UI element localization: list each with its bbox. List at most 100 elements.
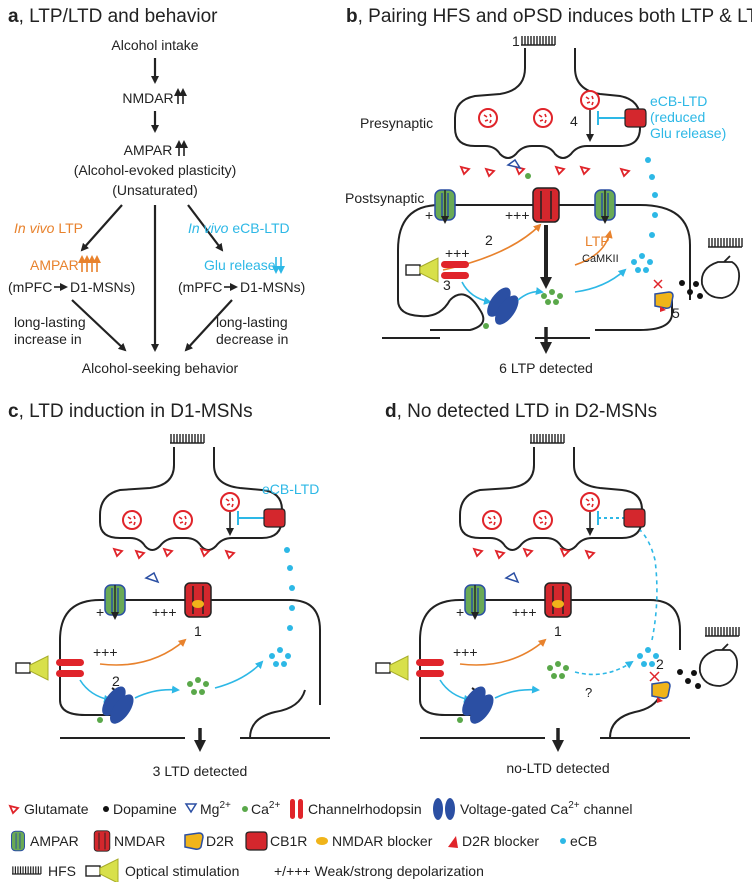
panel-c-letter: c — [8, 401, 19, 422]
vesicle-icon — [482, 510, 502, 530]
step-2-label: 2 — [485, 232, 493, 248]
d2r-blocker-icon — [660, 306, 666, 312]
step-1-label: 1 — [194, 623, 202, 639]
nmdar-icon — [532, 187, 560, 223]
vesicle-icon — [220, 492, 240, 512]
glutamate-icon — [113, 548, 123, 557]
nmdar-icon — [93, 830, 111, 852]
unsaturated-label: (Unsaturated) — [112, 182, 198, 198]
legend-nmdar-blocker: NMDAR blocker — [332, 833, 433, 849]
strong-depol-label: +++ — [152, 604, 177, 620]
nmdar-up-arrows — [174, 88, 187, 104]
dopamine-icon — [103, 806, 109, 812]
arrow-a6 — [71, 299, 127, 352]
in-vivo-ltd-label: In vivo eCB-LTD — [188, 220, 290, 236]
ca-icon — [525, 173, 531, 179]
legend-vgcc: Voltage-gated Ca2+ channel — [460, 800, 633, 817]
legend-channelrhodopsin: Channelrhodopsin — [308, 801, 422, 817]
long-lasting-right-2: decrease in — [216, 331, 288, 347]
svg-text:c, LTD induction in D1-MSNs: c, LTD induction in D1-MSNs — [8, 401, 253, 422]
presynaptic-terminal — [99, 447, 283, 551]
ecb-cluster — [631, 157, 658, 273]
postsynaptic-label: Postsynaptic — [345, 190, 424, 206]
postsynaptic-membrane — [419, 599, 681, 700]
arrow-a7 — [184, 299, 233, 352]
glutamate-icon — [135, 550, 145, 559]
optical-stimulation-icon — [85, 858, 119, 882]
legend-cb1r: CB1R — [270, 833, 307, 849]
panel-d-letter: d — [385, 401, 397, 422]
arrow-a3 — [80, 204, 123, 252]
ca-cluster — [97, 677, 209, 723]
long-lasting-left-1: long-lasting — [14, 314, 86, 330]
ampar-up-arrows — [175, 140, 188, 156]
d2r-icon — [654, 291, 674, 309]
glutamate-icon — [585, 550, 595, 559]
panel-c-title: , LTD induction in D1-MSNs — [19, 401, 253, 422]
panel-b-letter: b — [346, 6, 358, 27]
channelrhodopsin-icon — [290, 799, 295, 819]
panel-a-title: , LTP/LTD and behavior — [19, 6, 219, 27]
presynaptic-terminal — [454, 48, 641, 159]
dopamine-terminal — [700, 255, 741, 299]
step-3-label: 3 — [443, 277, 451, 293]
mg-icon — [506, 158, 522, 170]
optical-stimulation-icon — [15, 655, 49, 681]
arrow-a5 — [187, 204, 224, 252]
result-label: 6 LTP detected — [499, 360, 593, 376]
legend-glutamate: Glutamate — [24, 801, 89, 817]
ecb-cluster — [269, 547, 295, 667]
weak-depol-label: + — [425, 207, 433, 223]
vgcc-icon — [482, 283, 524, 329]
alcohol-evoked-label: (Alcohol-evoked plasticity) — [74, 162, 237, 178]
step-4-label: 4 — [570, 113, 578, 129]
panel-b: b, Pairing HFS and oPSD induces both LTP… — [345, 6, 752, 376]
dopamine-cluster — [679, 280, 703, 299]
in-vivo-ltp-label: In vivo LTP — [14, 220, 83, 236]
legend-ecb: eCB — [570, 833, 597, 849]
panel-d: d, No detected LTD in D2-MSNs + +++ 1 ++… — [375, 401, 740, 776]
legend-ca: Ca2+ — [251, 800, 280, 817]
dopamine-terminal — [698, 643, 739, 687]
d2r-icon — [184, 832, 204, 850]
long-lasting-left-2: increase in — [14, 331, 82, 347]
ecb-ltd-label-1: eCB-LTD — [650, 93, 707, 109]
svg-text:d, No detected LTD in D2-MSNs: d, No detected LTD in D2-MSNs — [385, 401, 657, 422]
ecb-ltd-label-3: Glu release) — [650, 125, 726, 141]
d1-left-label: D1-MSNs) — [70, 279, 135, 295]
panel-b-title: , Pairing HFS and oPSD induces both LTP … — [358, 6, 752, 27]
hfs-icon — [529, 433, 565, 444]
presynaptic-label: Presynaptic — [360, 115, 433, 131]
camkii-label: CaMKII — [582, 253, 619, 265]
legend-mg: Mg2+ — [200, 800, 231, 817]
vesicle-icon — [533, 510, 553, 530]
vesicle-icon — [478, 108, 498, 128]
legend-ampar: AMPAR — [30, 833, 79, 849]
strong-depol-label: +++ — [505, 207, 530, 223]
vgcc-icon — [97, 682, 139, 728]
hfs-icon — [704, 626, 740, 637]
mg-icon — [504, 571, 520, 584]
postsynaptic-membrane — [59, 599, 321, 705]
vesicle-icon — [122, 510, 142, 530]
cb1r-icon — [263, 508, 286, 528]
ampar-orange-arrows — [78, 255, 101, 272]
panel-a: a, LTP/LTD and behavior Alcohol intake N… — [8, 6, 305, 376]
blocked-icon — [653, 279, 663, 289]
cb1r-icon — [623, 508, 646, 528]
cb1r-icon — [624, 108, 647, 128]
glutamate-icon — [560, 548, 570, 557]
ecb-cluster — [637, 647, 659, 667]
ca-icon — [242, 806, 248, 812]
hfs-icon — [169, 433, 205, 444]
step-2-label: 2 — [112, 673, 120, 689]
presynaptic-terminal — [459, 447, 643, 551]
mg-icon — [184, 803, 198, 814]
vgcc-icon — [457, 682, 499, 728]
mg-icon — [144, 571, 160, 584]
vesicle-icon — [580, 90, 600, 110]
ampar-icon — [11, 830, 25, 852]
svg-text:a, LTP/LTD and behavior: a, LTP/LTD and behavior — [8, 6, 218, 27]
